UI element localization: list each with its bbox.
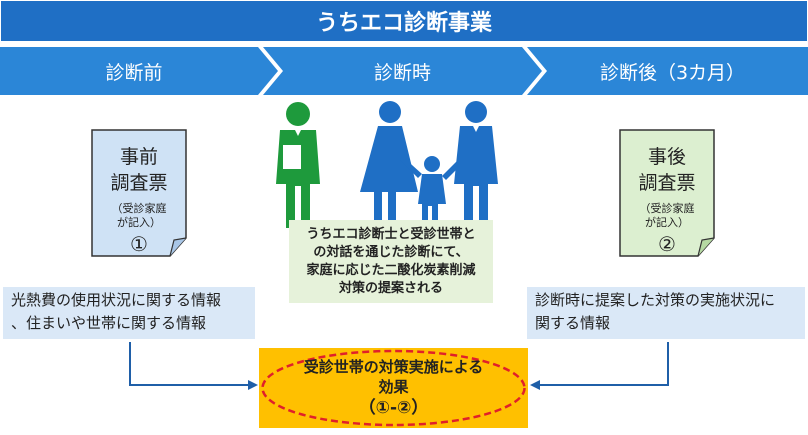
arrow-left [130,342,258,390]
post-survey-document: 事後 調査票 （受診家庭 が記入） ② [618,128,716,258]
doc-number: ② [658,232,676,256]
family-icon [360,101,498,228]
diagnosis-description: うちエコ診断士と受診世帯と の対話を通じた診断にて、 家庭に応じた二酸化炭素削減… [289,220,493,303]
center-line-3: 家庭に応じた二酸化炭素削減 [306,262,475,280]
phase-label-before: 診断前 [0,47,268,95]
doc-sub-line2: が記入） [117,216,161,230]
pre-info-box: 光熱費の使用状況に関する情報 、住まいや世帯に関する情報 [3,287,255,339]
effect-line-2: 効果 [378,377,408,397]
effect-box: 受診世帯の対策実施による 効果 （①-②） [259,348,528,428]
effect-line-1: 受診世帯の対策実施による [304,357,484,377]
pre-survey-document: 事前 調査票 （受診家庭 が記入） ① [90,128,188,258]
arrow-right [530,342,668,390]
phase-label-after: 診断後（3カ月） [537,47,808,95]
center-line-2: の対話を通じた診断にて、 [306,244,475,262]
doc-number: ① [130,232,148,256]
post-info-box: 診断時に提案した対策の実施状況に 関する情報 [527,287,805,339]
post-info-line-1: 診断時に提案した対策の実施状況に [535,289,797,312]
post-info-line-2: 関する情報 [535,312,797,335]
phase-label-during: 診断時 [273,47,532,95]
people-illustration [272,100,504,230]
center-line-1: うちエコ診断士と受診世帯と [306,226,475,244]
doc-title-line2: 調査票 [638,170,695,196]
diagram-title: うちエコ診断事業 [1,1,807,41]
doc-title-line2: 調査票 [110,170,167,196]
doc-sub-line1: （受診家庭 [640,202,695,216]
effect-line-3: （①-②） [359,397,429,419]
doc-title-line1: 事後 [648,144,686,170]
doc-sub-line1: （受診家庭 [112,202,167,216]
doc-sub-line2: が記入） [645,216,689,230]
pre-info-line-1: 光熱費の使用状況に関する情報 [11,289,247,312]
pre-info-line-2: 、住まいや世帯に関する情報 [11,312,247,335]
consultant-icon [276,102,320,228]
doc-title-line1: 事前 [120,144,158,170]
center-line-4: 対策の提案される [306,280,475,298]
